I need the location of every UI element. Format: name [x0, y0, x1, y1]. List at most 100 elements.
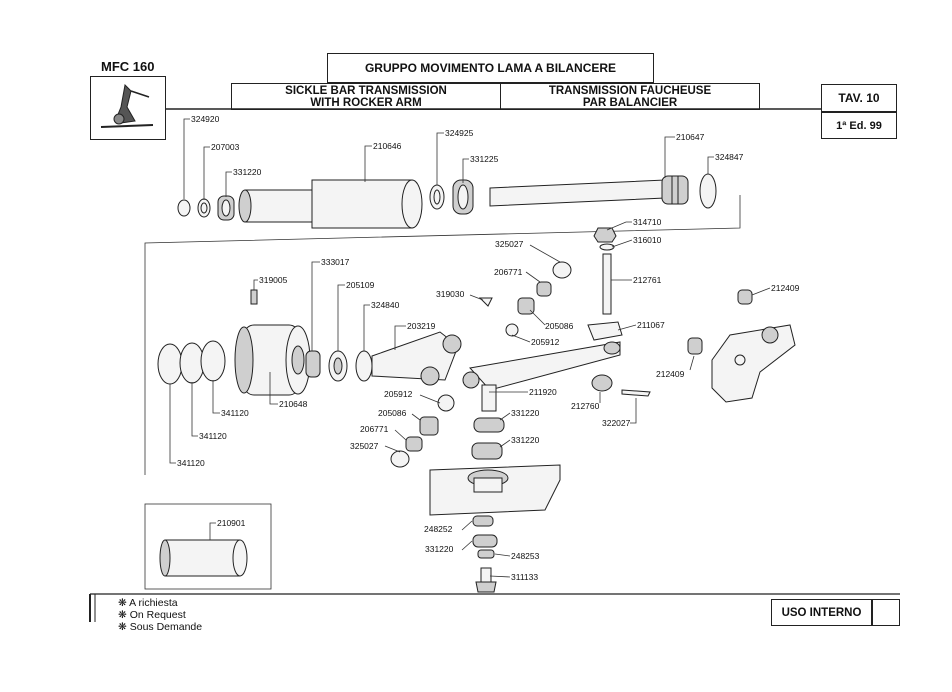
- title-french-line2: PAR BALANCIER: [582, 96, 678, 109]
- title-italian-text: GRUPPO MOVIMENTO LAMA A BILANCERE: [364, 61, 617, 75]
- part-325027-low: [390, 450, 410, 468]
- note-italian-text: A richiesta: [129, 597, 178, 609]
- part-210646: [238, 179, 423, 229]
- part-322027: [621, 389, 651, 397]
- label-316010: 316010: [633, 235, 662, 245]
- part-248253: [477, 549, 495, 559]
- part-341120-c: [200, 340, 226, 382]
- internal-use-text: USO INTERNO: [781, 606, 862, 619]
- part-324840: [355, 350, 373, 382]
- label-331225: 331225: [470, 154, 499, 164]
- part-210647: [489, 175, 689, 207]
- title-french: TRANSMISSION FAUCHEUSE PAR BALANCIER: [500, 83, 760, 110]
- title-english-line2: WITH ROCKER ARM: [310, 96, 422, 109]
- label-325027-top: 325027: [495, 239, 524, 249]
- title-english-line1: SICKLE BAR TRANSMISSION: [285, 84, 447, 97]
- internal-use-box: USO INTERNO: [771, 599, 872, 626]
- label-212409-a: 212409: [771, 283, 800, 293]
- label-248253: 248253: [511, 551, 540, 561]
- part-203219: [371, 331, 462, 386]
- part-206771-top: [536, 281, 552, 297]
- mower-logo-icon: [100, 83, 154, 128]
- label-324925: 324925: [445, 128, 474, 138]
- part-341120-a: [157, 343, 183, 385]
- part-248252: [472, 515, 494, 527]
- part-212409-a: [737, 289, 753, 305]
- part-314710: [593, 227, 617, 243]
- label-333017: 333017: [321, 257, 350, 267]
- internal-use-spare-box: [872, 599, 900, 626]
- label-325027-low: 325027: [350, 441, 379, 451]
- footer-notes: ❋ A richiesta ❋ On Request ❋ Sous Demand…: [118, 597, 202, 633]
- part-212409-bracket: [711, 324, 796, 403]
- label-212760: 212760: [571, 401, 600, 411]
- part-331220-mid-a: [473, 417, 505, 433]
- label-205912-low: 205912: [384, 389, 413, 399]
- label-207003: 207003: [211, 142, 240, 152]
- part-331220-mid-b: [471, 442, 503, 460]
- part-211067: [587, 321, 623, 341]
- part-210901: [159, 539, 248, 577]
- label-210647: 210647: [676, 132, 705, 142]
- label-331220-top: 331220: [233, 167, 262, 177]
- label-324847: 324847: [715, 152, 744, 162]
- label-205086-low: 205086: [378, 408, 407, 418]
- label-211067: 211067: [637, 320, 665, 330]
- label-341120-a: 341120: [221, 408, 249, 418]
- note-symbol-icon: ❋: [118, 621, 127, 633]
- note-italian: ❋ A richiesta: [118, 597, 202, 609]
- part-324920: [177, 199, 191, 217]
- part-205912-low: [437, 394, 455, 412]
- note-english-text: On Request: [129, 609, 186, 621]
- title-french-line1: TRANSMISSION FAUCHEUSE: [548, 84, 712, 97]
- note-french: ❋ Sous Demande: [118, 621, 202, 633]
- label-212409-b: 212409: [656, 369, 685, 379]
- part-210648: [234, 324, 311, 396]
- title-italian: GRUPPO MOVIMENTO LAMA A BILANCERE: [327, 53, 654, 83]
- part-212761: [602, 253, 612, 315]
- edition-box: 1ª Ed. 99: [821, 112, 897, 139]
- label-211920: 211920: [529, 387, 557, 397]
- table-number-text: TAV. 10: [838, 91, 880, 105]
- label-324840: 324840: [371, 300, 400, 310]
- label-205086-top: 205086: [545, 321, 574, 331]
- part-341120-b: [179, 342, 205, 384]
- part-212760: [591, 374, 613, 392]
- label-341120-b: 341120: [199, 431, 227, 441]
- label-205109: 205109: [346, 280, 375, 290]
- part-316010: [599, 243, 615, 251]
- note-english: ❋ On Request: [118, 609, 202, 621]
- label-311133: 311133: [511, 572, 538, 582]
- label-341120-c: 341120: [177, 458, 205, 468]
- label-203219: 203219: [407, 321, 436, 331]
- label-210646: 210646: [373, 141, 402, 151]
- part-324847: [699, 173, 717, 209]
- label-210901: 210901: [217, 518, 246, 528]
- part-212409-b: [687, 337, 703, 355]
- label-319005: 319005: [259, 275, 288, 285]
- part-319005: [250, 289, 258, 305]
- part-211920: [469, 341, 621, 391]
- label-319030: 319030: [436, 289, 465, 299]
- label-212761: 212761: [633, 275, 662, 285]
- logo-box: [90, 76, 166, 140]
- label-205912-top: 205912: [531, 337, 560, 347]
- label-206771-top: 206771: [494, 267, 523, 277]
- table-number: TAV. 10: [821, 84, 897, 112]
- label-331220-bottom: 331220: [425, 544, 454, 554]
- frame-plate: [429, 464, 561, 516]
- inset-box-210901: [144, 503, 272, 590]
- part-211920-pin: [481, 384, 497, 412]
- part-333017: [305, 350, 321, 378]
- part-206771-low: [405, 436, 423, 452]
- label-331220-mid-a: 331220: [511, 408, 540, 418]
- model-label: MFC 160: [101, 59, 155, 74]
- part-325027-top: [552, 261, 572, 279]
- note-symbol-icon: ❋: [118, 609, 127, 621]
- label-324920: 324920: [191, 114, 220, 124]
- label-331220-mid-b: 331220: [511, 435, 540, 445]
- part-331220-bottom: [472, 534, 498, 548]
- note-french-text: Sous Demande: [129, 621, 203, 633]
